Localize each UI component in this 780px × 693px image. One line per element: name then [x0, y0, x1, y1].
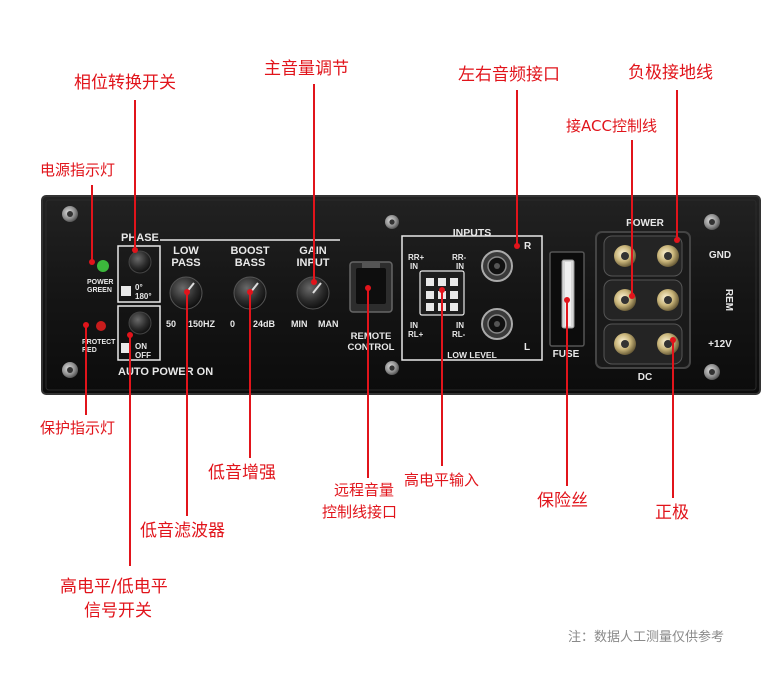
rem-label: REM	[723, 289, 734, 311]
low-level-label: LOW LEVEL	[447, 350, 497, 360]
low-pass-title-1: LOW	[173, 245, 199, 257]
callout-lr-audio: 左右音频接口	[458, 65, 560, 85]
switch-position-icon	[121, 343, 131, 353]
callout-level-switch-1: 高电平/低电平	[60, 577, 168, 597]
callout-protect-indicator: 保护指示灯	[40, 419, 116, 437]
phase-0-label: 0°	[135, 283, 143, 292]
inputs-in-left: IN	[410, 262, 418, 271]
inputs-in-right-bottom: IN	[456, 321, 464, 330]
inputs-rr-plus: RR+	[408, 253, 425, 262]
power-label: POWER	[626, 218, 665, 229]
phase-switch-frame	[117, 245, 161, 303]
callout-dots	[83, 237, 680, 343]
power-led-label-2: GREEN	[87, 287, 112, 294]
boost-bass-max: 24dB	[253, 319, 276, 329]
callout-low-pass-filter: 低音滤波器	[140, 521, 225, 541]
callout-leader-lines	[85, 84, 678, 566]
auto-power-off-label: OFF	[135, 351, 151, 360]
inputs-in-left-bottom: IN	[410, 321, 418, 330]
rem-terminal[interactable]	[603, 279, 683, 321]
inputs-frame	[401, 235, 543, 361]
dc-label: DC	[638, 372, 652, 383]
low-pass-title-2: PASS	[171, 257, 200, 269]
boost-bass-min: 0	[230, 319, 235, 329]
inputs-rl-plus: RL+	[408, 330, 424, 339]
protect-led-label-2: RED	[82, 347, 97, 354]
gain-input-min: MIN	[291, 319, 308, 329]
gain-input-knob[interactable]	[296, 276, 330, 310]
callout-remote-1: 远程音量	[334, 481, 395, 499]
callout-fuse: 保险丝	[537, 491, 588, 511]
boost-bass-title-2: BASS	[235, 257, 266, 269]
callout-remote-2: 控制线接口	[322, 503, 398, 521]
gain-input-max: MAN	[318, 319, 339, 329]
rca-r-label: R	[524, 241, 532, 252]
protect-led	[96, 321, 106, 331]
rca-l-label: L	[524, 342, 530, 353]
phase-title: PHASE	[121, 232, 159, 244]
gnd-label: GND	[709, 250, 731, 261]
inputs-title: INPUTS	[453, 227, 492, 239]
measurement-note: 注：数据人工测量仅供参考	[568, 630, 725, 645]
inputs-rl-minus: RL-	[452, 330, 466, 339]
auto-power-title: AUTO POWER ON	[118, 366, 213, 378]
power-led	[97, 260, 109, 272]
power-led-label-1: POWER	[87, 279, 113, 286]
callout-volume: 主音量调节	[264, 59, 349, 79]
low-pass-min: 50	[166, 319, 176, 329]
low-pass-max: 150HZ	[188, 319, 216, 329]
callout-positive: 正极	[655, 503, 689, 523]
callout-acc: 接ACC控制线	[566, 117, 657, 135]
phase-180-label: 180°	[135, 292, 152, 301]
rca-right-jack[interactable]	[481, 250, 513, 282]
callout-neg-ground: 负极接地线	[628, 63, 713, 83]
gnd-terminal[interactable]	[603, 235, 683, 277]
phase-switch-button[interactable]	[128, 250, 152, 274]
boost-bass-title-1: BOOST	[230, 245, 269, 257]
switch-position-icon	[121, 286, 131, 296]
inputs-rr-minus: RR-	[452, 253, 467, 262]
callout-bass-boost: 低音增强	[208, 463, 276, 483]
plus12v-label: +12V	[708, 339, 732, 350]
plus12v-terminal[interactable]	[603, 323, 683, 365]
remote-label-1: REMOTE	[351, 331, 392, 342]
callout-power-indicator: 电源指示灯	[40, 161, 116, 179]
callout-phase-switch: 相位转换开关	[74, 73, 176, 93]
auto-power-switch-frame	[117, 305, 161, 361]
callout-high-level-input: 高电平输入	[404, 471, 480, 489]
protect-led-label-1: PROTECT	[82, 339, 116, 346]
inputs-in-right: IN	[456, 262, 464, 271]
callout-level-switch-2: 信号开关	[84, 601, 152, 621]
auto-power-on-label: ON	[135, 342, 147, 351]
rca-left-jack[interactable]	[481, 308, 513, 340]
remote-label-2: CONTROL	[348, 342, 395, 353]
panel-screw-icon	[62, 206, 720, 380]
auto-power-switch-button[interactable]	[128, 311, 152, 335]
